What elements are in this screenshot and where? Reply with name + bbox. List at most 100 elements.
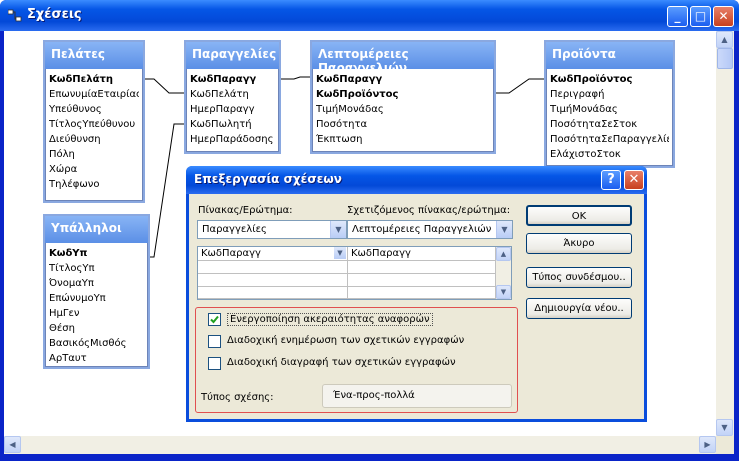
vertical-scroll-thumb[interactable]	[717, 48, 733, 69]
field-item[interactable]: ΚωδΠελάτη	[49, 74, 113, 85]
scroll-up-arrow-icon[interactable]: ▲	[716, 31, 733, 48]
cascade-update-checkbox[interactable]	[208, 335, 221, 348]
field-item[interactable]: ΚωδΠαραγγ	[190, 74, 257, 85]
field-item[interactable]: ΗμερΠαραγγ	[190, 104, 255, 115]
table-orders[interactable]: Παραγγελίες ΚωδΠαραγγ ΚωδΠελάτη ΗμερΠαρα…	[184, 40, 281, 154]
field-item[interactable]: ΚωδΠωλητή	[190, 119, 252, 130]
table-title[interactable]: Προϊόντα	[546, 42, 673, 69]
horizontal-scrollbar[interactable]	[4, 436, 716, 454]
grid-cell-related[interactable]	[348, 287, 496, 299]
field-item[interactable]: ΚωδΥπ	[49, 248, 88, 259]
field-item[interactable]: ΒασικόςΜισθός	[49, 338, 127, 349]
edit-relationships-dialog: Επεξεργασία σχέσεων ? ✕ Πίνακας/Ερώτημα:…	[186, 166, 647, 422]
field-item[interactable]: Θέση	[49, 323, 75, 334]
window-titlebar[interactable]: Σχέσεις _ □ ✕	[0, 0, 739, 31]
dialog-close-button[interactable]: ✕	[624, 170, 644, 190]
grid-cell-primary[interactable]	[198, 261, 348, 274]
resize-grip[interactable]	[716, 436, 734, 454]
grid-cell-primary[interactable]: ΚωδΠαραγγ ▼	[198, 247, 348, 261]
window-title: Σχέσεις	[27, 7, 82, 22]
relationship-type-label: Τύπος σχέσης:	[201, 392, 274, 403]
ok-button[interactable]: OK	[526, 205, 632, 226]
scroll-up-arrow-icon[interactable]: ▲	[496, 247, 511, 261]
table-query-select[interactable]: Παραγγελίες ▼	[197, 220, 347, 239]
related-table-label: Σχετιζόμενος πίνακας/ερώτημα:	[347, 205, 511, 216]
cascade-delete-checkbox[interactable]	[208, 357, 221, 370]
field-item[interactable]: Ποσότητα	[316, 119, 368, 130]
field-item[interactable]: ΕπώνυμοΥπ	[49, 293, 106, 304]
table-order-details[interactable]: Λεπτομέρειες Παραγγελιών ΚωδΠαραγγ ΚωδΠρ…	[310, 40, 496, 154]
field-item[interactable]: Διεύθυνση	[49, 134, 101, 145]
field-item[interactable]: Τηλέφωνο	[49, 179, 100, 190]
chevron-down-icon[interactable]: ▼	[334, 247, 346, 259]
table-title[interactable]: Υπάλληλοι	[45, 216, 148, 243]
cascade-delete-label[interactable]: Διαδοχική διαγραφή των σχετικών εγγραφών	[227, 357, 456, 368]
field-item[interactable]: ΗμΓεν	[49, 308, 80, 319]
dialog-title[interactable]: Επεξεργασία σχέσεων	[186, 166, 647, 194]
close-window-button[interactable]: ✕	[713, 6, 734, 27]
scroll-right-arrow-icon[interactable]: ▶	[699, 436, 716, 453]
related-table-select[interactable]: Λεπτομέρειες Παραγγελιών ▼	[347, 220, 513, 239]
enforce-integrity-checkbox[interactable]	[208, 313, 221, 326]
minimize-button[interactable]: _	[667, 6, 688, 27]
scroll-down-arrow-icon[interactable]: ▼	[716, 419, 733, 436]
vertical-scrollbar[interactable]	[716, 31, 734, 436]
dialog-body: Πίνακας/Ερώτημα: Σχετιζόμενος πίνακας/ερ…	[189, 194, 644, 419]
field-item[interactable]: Χώρα	[49, 164, 78, 175]
field-item[interactable]: Έκπτωση	[316, 134, 363, 145]
field-item[interactable]: ΤιμήΜονάδας	[550, 104, 618, 115]
relationship-type-value: Ένα-προς-πολλά	[322, 384, 512, 408]
cascade-update-label[interactable]: Διαδοχική ενημέρωση των σχετικών εγγραφώ…	[227, 335, 465, 346]
field-item[interactable]: ΠοσότηταΣεΠαραγγελίες	[550, 134, 669, 145]
field-item[interactable]: ΚωδΠελάτη	[190, 89, 249, 100]
field-item[interactable]: ΚωδΠροϊόντος	[316, 89, 399, 100]
selected-value: Παραγγελίες	[202, 224, 267, 235]
field-list: ΚωδΥπ ΤίτλοςΥπ ΌνομαΥπ ΕπώνυμοΥπ ΗμΓεν Θ…	[45, 243, 148, 367]
field-item[interactable]: ΕπωνυμίαΕταιρίας	[49, 89, 139, 100]
grid-cell-text: ΚωδΠαραγγ	[351, 248, 411, 259]
cancel-button[interactable]: Άκυρο	[526, 233, 632, 254]
grid-cell-related[interactable]: ΚωδΠαραγγ	[348, 247, 496, 261]
table-title[interactable]: Παραγγελίες	[186, 42, 279, 69]
field-item[interactable]: ΕλάχιστοΣτοκ	[550, 149, 621, 160]
referential-integrity-group: Ενεργοποίηση ακεραιότητας αναφορών Διαδο…	[195, 307, 518, 413]
grid-cell-primary[interactable]	[198, 287, 348, 299]
field-item[interactable]: ΚωδΠαραγγ	[316, 74, 383, 85]
table-products[interactable]: Προϊόντα ΚωδΠροϊόντος Περιγραφή ΤιμήΜονά…	[544, 40, 675, 168]
table-title[interactable]: Πελάτες	[45, 42, 143, 69]
grid-cell-related[interactable]	[348, 274, 496, 287]
chevron-down-icon[interactable]: ▼	[330, 221, 346, 238]
grid-cell-related[interactable]	[348, 261, 496, 274]
field-list: ΚωδΠαραγγ ΚωδΠελάτη ΗμερΠαραγγ ΚωδΠωλητή…	[186, 69, 279, 152]
table-employees[interactable]: Υπάλληλοι ΚωδΥπ ΤίτλοςΥπ ΌνομαΥπ Επώνυμο…	[43, 214, 150, 369]
help-button[interactable]: ?	[601, 170, 621, 190]
grid-cell-primary[interactable]	[198, 274, 348, 287]
scroll-left-arrow-icon[interactable]: ◀	[4, 436, 21, 453]
join-type-button[interactable]: Τύπος συνδέσμου..	[526, 267, 632, 288]
field-mapping-grid[interactable]: ΚωδΠαραγγ ▼ ΚωδΠαραγγ ▲ ▼	[197, 246, 512, 300]
table-customers[interactable]: Πελάτες ΚωδΠελάτη ΕπωνυμίαΕταιρίας Υπεύθ…	[43, 40, 145, 203]
field-item[interactable]: ΤιμήΜονάδας	[316, 104, 384, 115]
relation-line-products-details	[494, 78, 544, 94]
grid-cell-text: ΚωδΠαραγγ	[201, 248, 261, 259]
field-item[interactable]: ΌνομαΥπ	[49, 278, 94, 289]
field-item[interactable]: Περιγραφή	[550, 89, 605, 100]
grid-scrollbar[interactable]: ▲ ▼	[496, 247, 511, 299]
scroll-down-arrow-icon[interactable]: ▼	[496, 285, 511, 299]
field-item[interactable]: Υπεύθυνος	[49, 104, 102, 115]
field-list: ΚωδΠροϊόντος Περιγραφή ΤιμήΜονάδας Ποσότ…	[546, 69, 673, 166]
field-item[interactable]: ΤίτλοςΥπεύθυνου	[49, 119, 136, 130]
table-title[interactable]: Λεπτομέρειες Παραγγελιών	[312, 42, 494, 75]
chevron-down-icon[interactable]: ▼	[496, 221, 512, 238]
create-new-button[interactable]: Δημιουργία νέου..	[526, 298, 632, 319]
maximize-button[interactable]: □	[690, 6, 711, 27]
field-item[interactable]: Πόλη	[49, 149, 75, 160]
field-item[interactable]: ΠοσότηταΣεΣτοκ	[550, 119, 638, 130]
field-item[interactable]: ΤίτλοςΥπ	[49, 263, 95, 274]
enforce-integrity-label[interactable]: Ενεργοποίηση ακεραιότητας αναφορών	[227, 313, 433, 326]
field-item[interactable]: ΑρΤαυτ	[49, 353, 87, 364]
selected-value: Λεπτομέρειες Παραγγελιών	[352, 224, 492, 235]
field-item[interactable]: ΚωδΠροϊόντος	[550, 74, 633, 85]
field-item[interactable]: ΗμερΠαράδοσης	[190, 134, 274, 145]
